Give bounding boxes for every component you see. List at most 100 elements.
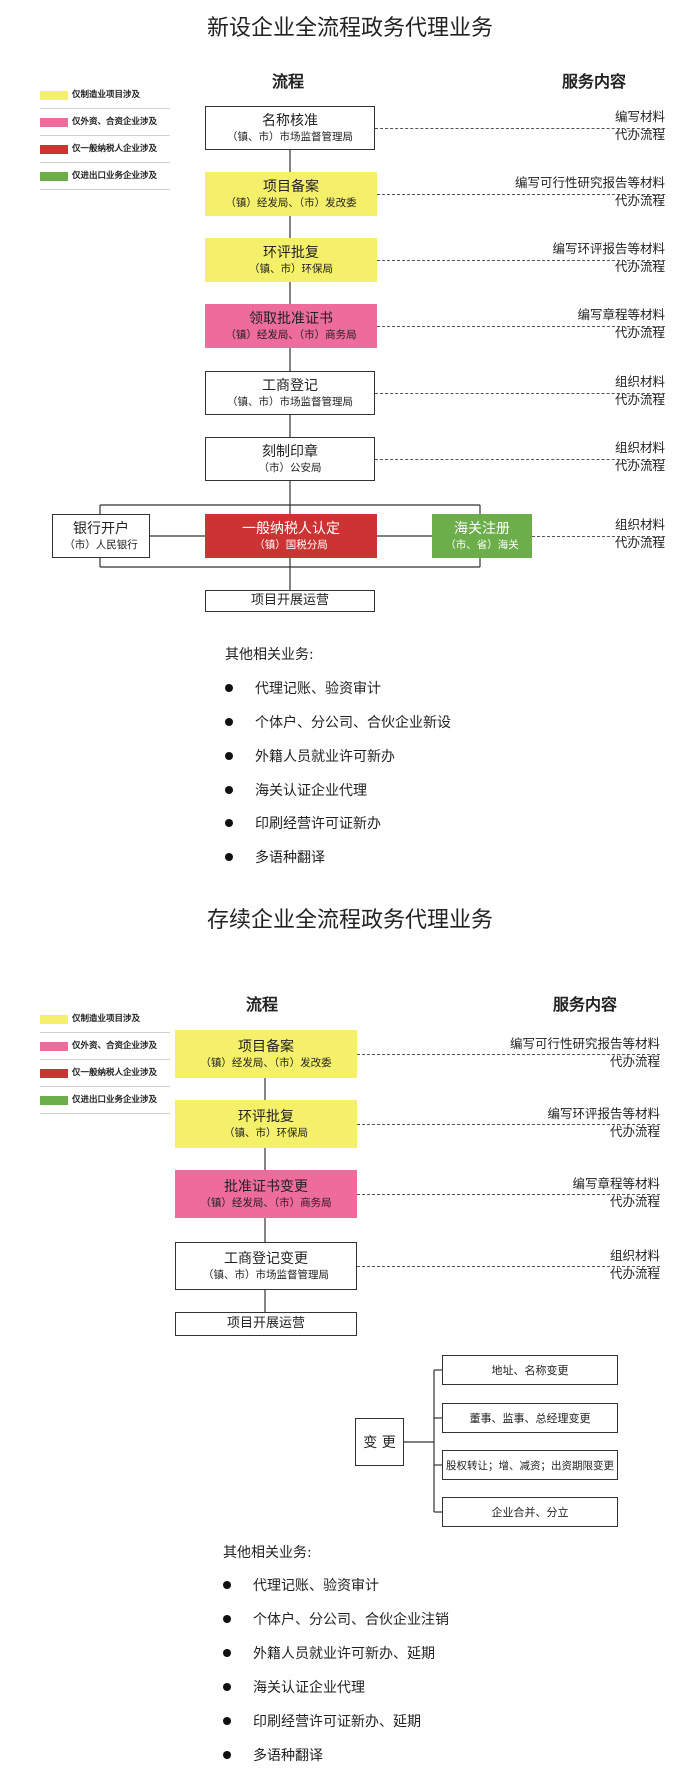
- service-line: 编写章程等材料: [577, 307, 665, 322]
- service-content: 编写章程等材料 代办流程: [577, 306, 665, 342]
- dash-connector: [357, 1194, 660, 1195]
- step-title: 名称核准: [262, 113, 318, 129]
- list-item-text: 外籍人员就业许可新办、延期: [253, 1646, 435, 1662]
- step-title: 环评批复: [263, 245, 319, 261]
- step-title: 环评批复: [238, 1109, 294, 1125]
- legend-swatch-pink: [40, 1042, 68, 1051]
- step-bank-account: 银行开户 （市）人民银行: [52, 514, 150, 558]
- list-item-text: 个体户、分公司、合伙企业新设: [255, 715, 451, 731]
- legend-swatch-pink: [40, 118, 68, 127]
- legend-item: 仅一般纳税人企业涉及: [40, 1064, 170, 1087]
- list-item: 外籍人员就业许可新办: [225, 746, 395, 766]
- service-line: 代办流程: [614, 325, 665, 340]
- list-item-text: 印刷经营许可证新办: [255, 816, 381, 832]
- step-agency: （镇）经发局、（市）发改委: [200, 1057, 332, 1069]
- legend-label: 仅进出口业务企业涉及: [72, 1095, 158, 1105]
- list-item-text: 代理记账、验资审计: [255, 681, 381, 697]
- list-item-text: 多语种翻译: [255, 850, 325, 866]
- dash-connector: [357, 1266, 660, 1267]
- step-title: 工商登记: [262, 378, 318, 394]
- section1-header-process: 流程: [272, 72, 305, 91]
- legend-item: 仅外资、合资企业涉及: [40, 1037, 170, 1060]
- bullet-dot-icon: [225, 718, 233, 726]
- list-item-text: 海关认证企业代理: [253, 1680, 365, 1696]
- change-root: 变 更: [355, 1418, 404, 1466]
- step-general-taxpayer: 一般纳税人认定 （镇）国税分局: [205, 514, 377, 558]
- step-certificate-change: 批准证书变更 （镇）经发局、（市）商务局: [175, 1170, 357, 1218]
- list-item-text: 海关认证企业代理: [255, 783, 367, 799]
- step-title: 项目开展运营: [226, 1316, 305, 1331]
- legend-item: 仅制造业项目涉及: [40, 86, 170, 109]
- step-agency: （镇、市）市场监督管理局: [227, 396, 353, 408]
- section2-other-title: 其他相关业务:: [223, 1545, 312, 1561]
- list-item: 海关认证企业代理: [225, 780, 367, 800]
- legend-swatch-green: [40, 1096, 68, 1105]
- legend-label: 仅一般纳税人企业涉及: [72, 1068, 158, 1078]
- section2-header-service: 服务内容: [553, 995, 618, 1014]
- service-content: 编写环评报告等材料 代办流程: [547, 1105, 660, 1141]
- list-item: 印刷经营许可证新办、延期: [223, 1711, 421, 1731]
- legend-label: 仅外资、合资企业涉及: [72, 117, 158, 127]
- bullet-dot-icon: [225, 752, 233, 760]
- bullet-dot-icon: [223, 1581, 231, 1589]
- step-agency: （镇、市）环保局: [224, 1127, 308, 1139]
- service-content: 编写章程等材料 代办流程: [572, 1175, 660, 1211]
- service-line: 代办流程: [609, 1054, 660, 1069]
- dash-connector: [377, 326, 665, 327]
- step-approval-certificate: 领取批准证书 （镇）经发局、（市）商务局: [205, 304, 377, 348]
- step-eia-approval: 环评批复 （镇、市）环保局: [205, 238, 377, 282]
- service-content: 编写材料 代办流程: [615, 108, 665, 144]
- bullet-dot-icon: [225, 786, 233, 794]
- service-line: 代办流程: [614, 259, 665, 274]
- service-line: 代办流程: [614, 535, 665, 550]
- step-title: 一般纳税人认定: [242, 521, 340, 537]
- list-item-text: 代理记账、验资审计: [253, 1578, 379, 1594]
- service-line: 编写材料: [614, 109, 665, 124]
- step-title: 项目备案: [238, 1039, 294, 1055]
- service-content: 组织材料 代办流程: [615, 373, 665, 409]
- step-agency: （镇、市）市场监督管理局: [227, 131, 353, 143]
- step-title: 批准证书变更: [224, 1179, 308, 1195]
- step-title: 项目备案: [263, 179, 319, 195]
- step-title: 海关注册: [454, 521, 510, 537]
- service-line: 代办流程: [609, 1194, 660, 1209]
- change-item: 股权转让；增、减资；出资期限变更: [442, 1450, 618, 1480]
- step-agency: （镇）经发局、（市）发改委: [225, 197, 357, 209]
- step-name-approval: 名称核准 （镇、市）市场监督管理局: [205, 106, 375, 150]
- list-item-text: 外籍人员就业许可新办: [255, 749, 395, 765]
- list-item-text: 个体户、分公司、合伙企业注销: [253, 1612, 449, 1628]
- step-agency: （镇、市）市场监督管理局: [203, 1269, 329, 1281]
- service-content: 编写可行性研究报告等材料 代办流程: [515, 174, 665, 210]
- step-title: 项目开展运营: [250, 593, 329, 608]
- service-content: 组织材料 代办流程: [610, 1247, 660, 1283]
- dash-connector: [377, 260, 665, 261]
- step-agency: （镇、市）环保局: [249, 263, 333, 275]
- step-project-filing: 项目备案 （镇）经发局、（市）发改委: [175, 1030, 357, 1078]
- step-customs-registration: 海关注册 （市、省）海关: [432, 514, 532, 558]
- legend-swatch-yellow: [40, 1015, 68, 1024]
- service-line: 组织材料: [614, 374, 665, 389]
- step-registration-change: 工商登记变更 （镇、市）市场监督管理局: [175, 1242, 357, 1290]
- step-agency: （市）公安局: [258, 462, 322, 474]
- service-content: 编写环评报告等材料 代办流程: [552, 240, 665, 276]
- dash-connector: [375, 393, 665, 394]
- service-line: 组织材料: [609, 1248, 660, 1263]
- dash-connector: [357, 1124, 660, 1125]
- step-agency: （镇）经发局、（市）商务局: [200, 1197, 332, 1209]
- list-item: 多语种翻译: [225, 847, 325, 867]
- list-item: 个体户、分公司、合伙企业新设: [225, 712, 451, 732]
- step-project-operation: 项目开展运营: [175, 1312, 357, 1336]
- legend-swatch-green: [40, 172, 68, 181]
- service-content: 编写可行性研究报告等材料 代办流程: [510, 1035, 660, 1071]
- change-item: 董事、监事、总经理变更: [442, 1403, 618, 1433]
- legend-swatch-yellow: [40, 91, 68, 100]
- legend-label: 仅制造业项目涉及: [72, 90, 141, 100]
- list-item: 代理记账、验资审计: [225, 678, 381, 698]
- service-line: 代办流程: [614, 458, 665, 473]
- change-item: 企业合并、分立: [442, 1497, 618, 1527]
- service-line: 编写可行性研究报告等材料: [509, 1036, 660, 1051]
- service-line: 编写可行性研究报告等材料: [514, 175, 665, 190]
- list-item: 个体户、分公司、合伙企业注销: [223, 1609, 449, 1629]
- legend-label: 仅一般纳税人企业涉及: [72, 144, 158, 154]
- service-line: 组织材料: [614, 440, 665, 455]
